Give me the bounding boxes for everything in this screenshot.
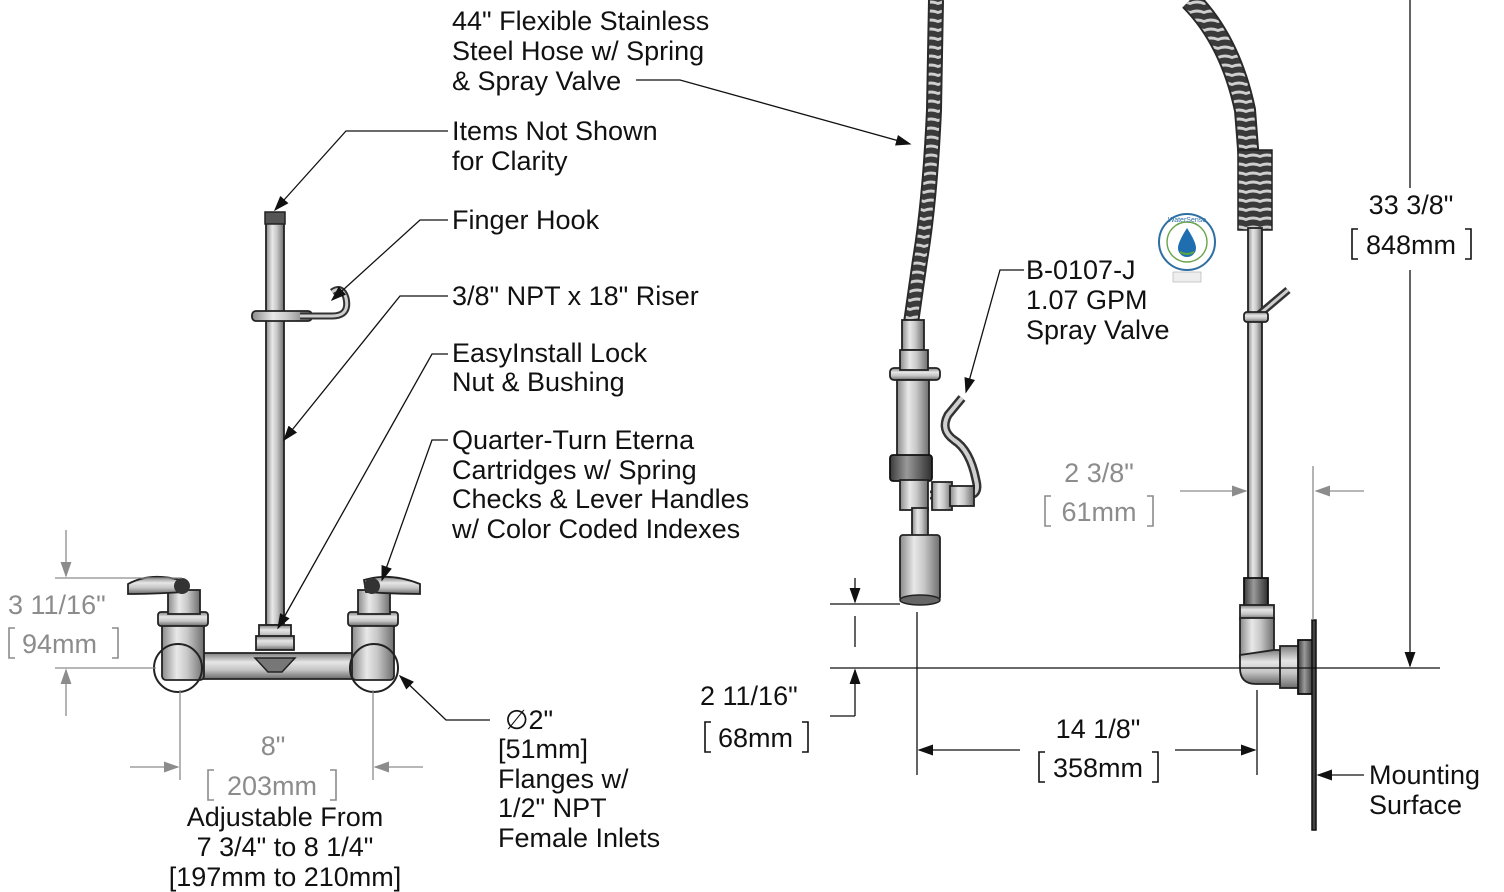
- callout-spray-valve-line-1: B-0107-J: [1026, 255, 1136, 285]
- callout-cartridges-line-2: Cartridges w/ Spring: [452, 455, 697, 485]
- callout-spray-valve: B-0107-J 1.07 GPM Spray Valve: [1026, 255, 1170, 345]
- callout-lock-nut-line-2: Nut & Bushing: [452, 367, 625, 397]
- callout-spray-valve-line-3: Spray Valve: [1026, 315, 1170, 345]
- callout-hose: 44" Flexible Stainless Steel Hose w/ Spr…: [452, 6, 709, 96]
- callout-flanges: ∅2" [51mm] Flanges w/ 1/2" NPT Female In…: [498, 705, 660, 853]
- dimension-center-spacing: 8" 203mm: [227, 731, 317, 801]
- dimension-brackets: [8, 228, 1472, 801]
- callout-cartridges-line-4: w/ Color Coded Indexes: [451, 514, 740, 544]
- dimension-riser-offset: 2 3/8" 61mm: [1061, 458, 1136, 527]
- dim-overall-height-imperial: 33 3/8": [1369, 190, 1454, 220]
- callout-flanges-line-5: Female Inlets: [498, 823, 660, 853]
- callout-items-line-1: Items Not Shown: [452, 116, 658, 146]
- dim-reach-imperial: 14 1/8": [1056, 714, 1141, 744]
- callout-adjustable-line-1: Adjustable From: [187, 802, 384, 832]
- callout-riser: 3/8" NPT x 18" Riser: [452, 281, 699, 311]
- callout-lock-nut-line-1: EasyInstall Lock: [452, 338, 648, 368]
- callout-mounting-line-1: Mounting: [1369, 760, 1480, 790]
- callout-flanges-line-4: 1/2" NPT: [498, 793, 607, 823]
- callout-adjustable-line-2: 7 3/4" to 8 1/4": [197, 832, 374, 862]
- callout-items-line-2: for Clarity: [452, 146, 568, 176]
- callout-cartridges-line-1: Quarter-Turn Eterna: [452, 425, 695, 455]
- callout-items-not-shown: Items Not Shown for Clarity: [452, 116, 658, 176]
- dim-riser-offset-metric: 61mm: [1061, 497, 1136, 527]
- callout-cartridges: Quarter-Turn Eterna Cartridges w/ Spring…: [451, 425, 749, 544]
- watersense-badge: WaterSense: [1158, 213, 1216, 283]
- callout-flanges-line-1: ∅2": [505, 705, 553, 735]
- dimension-height-handle: 3 11/16" 94mm: [8, 590, 106, 659]
- callout-mounting-line-2: Surface: [1369, 790, 1462, 820]
- dim-riser-offset-imperial: 2 3/8": [1064, 458, 1134, 488]
- dimension-spray-height: 2 11/16" 68mm: [700, 681, 798, 753]
- callout-adjustable-line-3: [197mm to 210mm]: [169, 862, 402, 892]
- faucet-front-view: [127, 211, 421, 693]
- callout-mounting: Mounting Surface: [1369, 760, 1480, 820]
- callout-adjustable: Adjustable From 7 3/4" to 8 1/4" [197mm …: [169, 802, 402, 892]
- dimension-overall-height: 33 3/8" 848mm: [1366, 190, 1456, 260]
- dim-reach-metric: 358mm: [1053, 753, 1143, 783]
- callout-flanges-line-3: Flanges w/: [498, 764, 629, 794]
- dim-center-spacing-imperial: 8": [261, 731, 286, 761]
- dim-spray-height-imperial: 2 11/16": [700, 681, 798, 711]
- dim-height-handle-metric: 94mm: [22, 629, 97, 659]
- callout-flanges-line-2: [51mm]: [498, 734, 588, 764]
- callout-cartridges-line-3: Checks & Lever Handles: [452, 484, 749, 514]
- callout-hose-line-3: & Spray Valve: [452, 66, 621, 96]
- callout-lock-nut: EasyInstall Lock Nut & Bushing: [452, 338, 648, 397]
- dim-center-spacing-metric: 203mm: [227, 771, 317, 801]
- dim-overall-height-metric: 848mm: [1366, 230, 1456, 260]
- dim-height-handle-imperial: 3 11/16": [8, 590, 106, 620]
- faucet-side-view: WaterSense: [889, 0, 1317, 831]
- callout-spray-valve-line-2: 1.07 GPM: [1026, 285, 1148, 315]
- dimension-reach: 14 1/8" 358mm: [1053, 714, 1143, 783]
- leader-lines: [55, 0, 1440, 781]
- callout-hose-line-2: Steel Hose w/ Spring: [452, 36, 704, 66]
- callout-finger-hook: Finger Hook: [452, 205, 600, 235]
- callout-hose-line-1: 44" Flexible Stainless: [452, 6, 709, 36]
- watersense-text: WaterSense: [1168, 217, 1206, 224]
- dim-spray-height-metric: 68mm: [718, 723, 793, 753]
